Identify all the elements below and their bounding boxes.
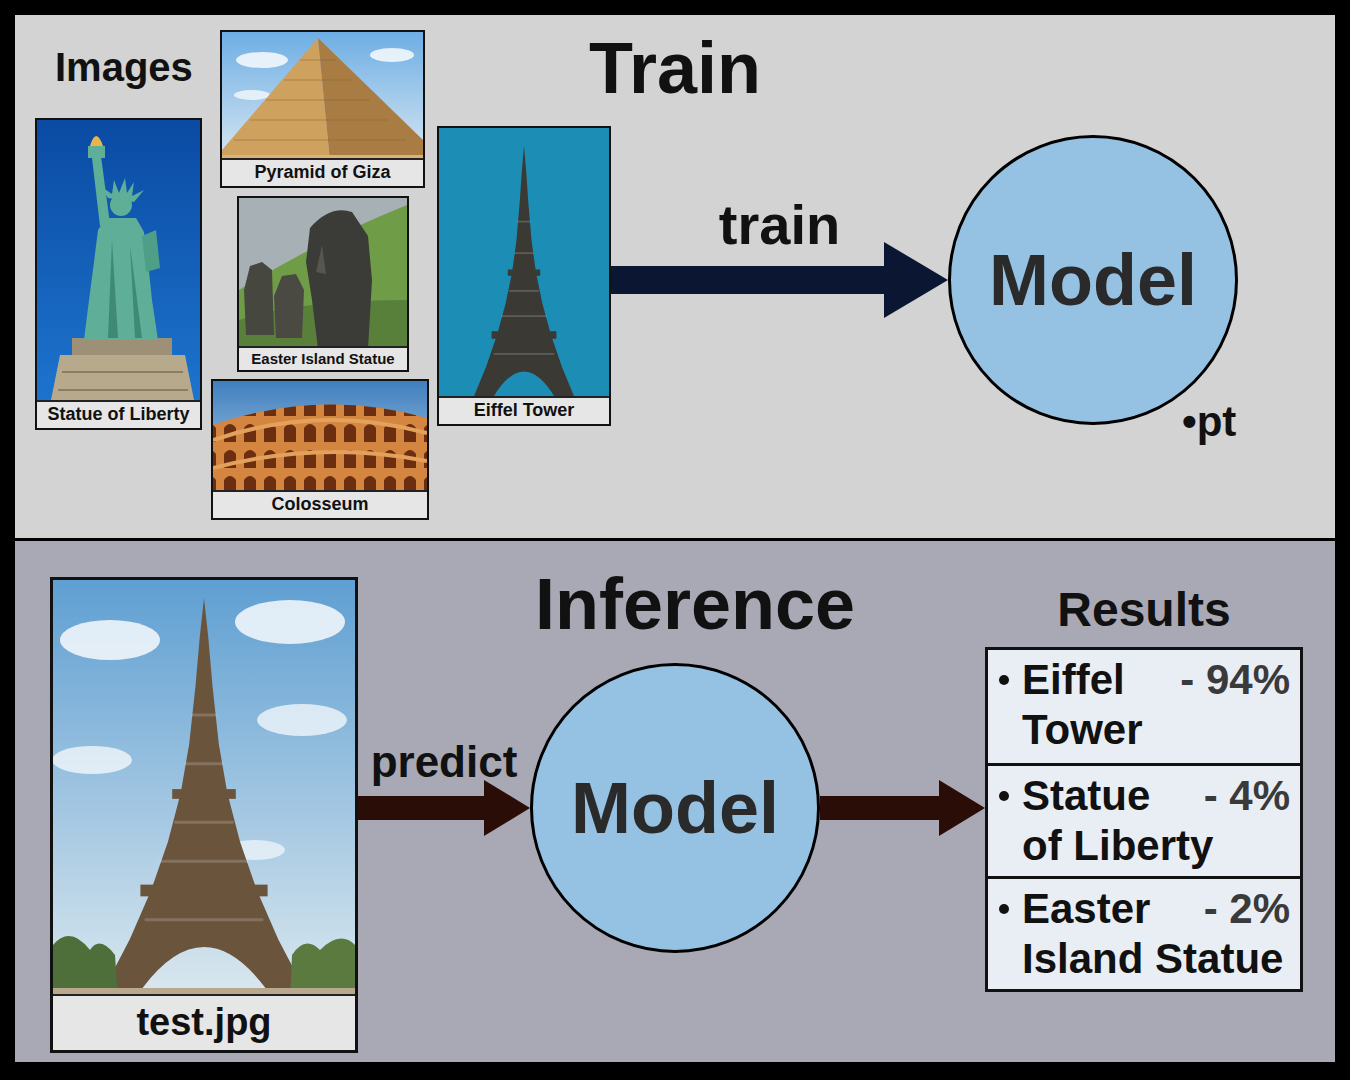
free-label: Images <box>55 44 193 90</box>
model-circle: Model <box>948 135 1238 425</box>
image-caption: Pyramid of Giza <box>222 158 423 186</box>
statue-of-liberty-photo-part <box>100 178 144 202</box>
free-label: •pt <box>1182 398 1236 446</box>
result-row: - 4%Statue of Liberty <box>988 763 1300 876</box>
image-caption: Eiffel Tower <box>439 396 609 424</box>
model-label: Model <box>571 772 779 844</box>
easter-island-photo-part <box>239 205 407 349</box>
image-frame: test.jpg <box>50 577 358 1053</box>
colosseum-photo-part <box>213 395 427 497</box>
edge-label-anchor: train <box>719 194 840 256</box>
arrow-head <box>484 780 530 836</box>
circle-shape <box>532 665 819 952</box>
arrow-head <box>939 780 985 836</box>
image-frame: Easter Island Statue <box>237 196 409 372</box>
results-heading: Results <box>988 582 1300 638</box>
test-photo-part <box>104 598 303 988</box>
statue-of-liberty-photo-part <box>35 118 202 430</box>
statue-of-liberty-photo <box>35 118 202 430</box>
image-caption: test.jpg <box>53 994 355 1050</box>
arrow-shaft <box>611 266 885 294</box>
easter-island-photo-part <box>244 262 274 335</box>
pyramid-photo-part <box>370 48 414 62</box>
test-photo <box>52 580 355 1000</box>
statue-of-liberty-photo-part <box>50 355 195 405</box>
class-score: - 4% <box>1204 771 1290 821</box>
test-photo-part <box>60 620 160 660</box>
image-frame: Pyramid of Giza <box>220 30 425 188</box>
image-caption: Easter Island Statue <box>239 346 407 370</box>
image-frame: Colosseum <box>211 379 429 520</box>
model-circle: Model <box>530 663 820 953</box>
result-row: - 2%Easter Island Statue <box>988 876 1300 989</box>
label-anchor: Images <box>55 44 193 90</box>
test-photo-part <box>53 580 355 1000</box>
pyramid-photo-part <box>234 90 270 100</box>
pyramid-photo <box>222 32 423 163</box>
statue-of-liberty-photo-part <box>108 240 142 338</box>
results-table-ground-part <box>985 647 1303 992</box>
section-panel: TrainStatue of Liberty Pyramid of GizaEas… <box>15 15 1335 538</box>
flow-arrow <box>820 780 985 836</box>
arrow-shaft <box>820 796 940 820</box>
section-panel: Inferencetest.jpgModelResults- 94%Eiffel… <box>15 541 1335 1062</box>
flow-arrow <box>358 780 530 836</box>
image-caption: Colosseum <box>213 490 427 518</box>
circle-shape <box>950 137 1237 424</box>
eiffel-tower-photo-part <box>439 128 609 400</box>
eiffel-tower-photo-part <box>473 146 575 398</box>
image-frame: Eiffel Tower <box>437 126 611 426</box>
arrow-head <box>884 242 948 318</box>
results-table-ground <box>985 647 1303 992</box>
results-table-ground-part <box>999 675 1009 685</box>
easter-island-photo <box>239 198 407 349</box>
test-photo-part <box>52 746 132 774</box>
results-table-ground-part <box>999 791 1009 801</box>
train-panel-ground <box>15 15 1335 538</box>
image-caption: Statue of Liberty <box>37 400 200 428</box>
image-frame: Statue of Liberty <box>35 118 202 430</box>
panel-grounds <box>15 15 1335 1062</box>
edge-label: train <box>719 194 840 256</box>
statue-of-liberty-photo-part <box>88 146 105 158</box>
pyramid-photo-part <box>234 60 406 140</box>
easter-island-photo-part <box>274 274 304 338</box>
pyramid-photo-part <box>222 32 423 163</box>
flow-arrow <box>611 242 948 318</box>
test-photo-part <box>235 600 345 644</box>
pyramid-photo-part <box>236 52 288 68</box>
inference-panel-ground <box>15 541 1335 1062</box>
results-table-ground-part <box>999 904 1009 914</box>
eiffel-tower-photo <box>439 128 609 400</box>
class-score: - 94% <box>1180 655 1290 705</box>
panel-heading: Train <box>15 32 1335 104</box>
statue-of-liberty-photo-part <box>58 372 188 390</box>
result-row: - 94%Eiffel Tower <box>988 650 1300 763</box>
edge-label: predict <box>371 738 518 786</box>
statue-of-liberty-photo-part <box>90 136 103 146</box>
statue-of-liberty-photo-part <box>142 230 160 272</box>
easter-island-photo-part <box>239 198 407 349</box>
results-table: Results- 94%Eiffel Tower- 4%Statue of Li… <box>985 647 1303 992</box>
test-photo-part <box>257 704 347 736</box>
colosseum-photo-part <box>213 420 427 468</box>
easter-island-photo-part <box>306 210 372 349</box>
easter-island-photo-part <box>316 245 326 274</box>
colosseum-photo-part <box>213 381 427 497</box>
class-name: Eiffel Tower <box>1022 655 1294 755</box>
class-name: Statue of Liberty <box>1022 771 1294 871</box>
class-name: Easter Island Statue <box>1022 884 1294 984</box>
model-label: Model <box>989 244 1197 316</box>
class-score: - 2% <box>1204 884 1290 934</box>
colosseum-photo <box>213 381 427 497</box>
arrow-shaft <box>358 796 485 820</box>
edge-label-anchor: predict <box>371 738 518 786</box>
label-anchor: •pt <box>1182 398 1236 446</box>
